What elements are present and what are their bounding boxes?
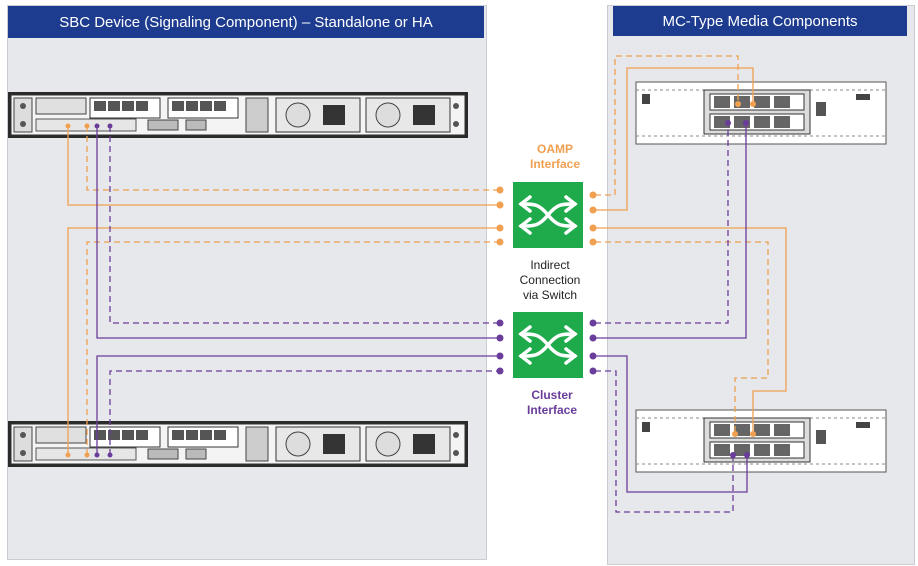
oamp-label-line2: Interface — [529, 157, 581, 171]
oamp-switch-icon — [511, 180, 585, 250]
media-component-bottom — [635, 409, 887, 473]
cluster-interface-label: Cluster Interface — [500, 388, 604, 418]
indirect-label-line2: Connection — [519, 273, 581, 287]
indirect-label-line3: via Switch — [522, 288, 578, 302]
cluster-switch-icon — [511, 310, 585, 380]
oamp-interface-label: OAMP Interface — [505, 142, 605, 172]
port-dots — [65, 101, 756, 458]
cluster-label-line1: Cluster — [531, 388, 573, 402]
cluster-label-line2: Interface — [526, 403, 578, 417]
sbc-server-top — [7, 91, 469, 139]
switch-port-dots — [496, 186, 597, 375]
indirect-connection-label: Indirect Connection via Switch — [495, 258, 605, 303]
sbc-panel-title: SBC Device (Signaling Component) – Stand… — [8, 6, 484, 38]
sbc-server-bottom — [7, 420, 469, 468]
media-component-top — [635, 81, 887, 145]
indirect-label-line1: Indirect — [530, 258, 570, 272]
mc-panel-title: MC-Type Media Components — [613, 6, 907, 36]
oamp-label-line1: OAMP — [537, 142, 573, 156]
connection-lines — [67, 55, 787, 513]
